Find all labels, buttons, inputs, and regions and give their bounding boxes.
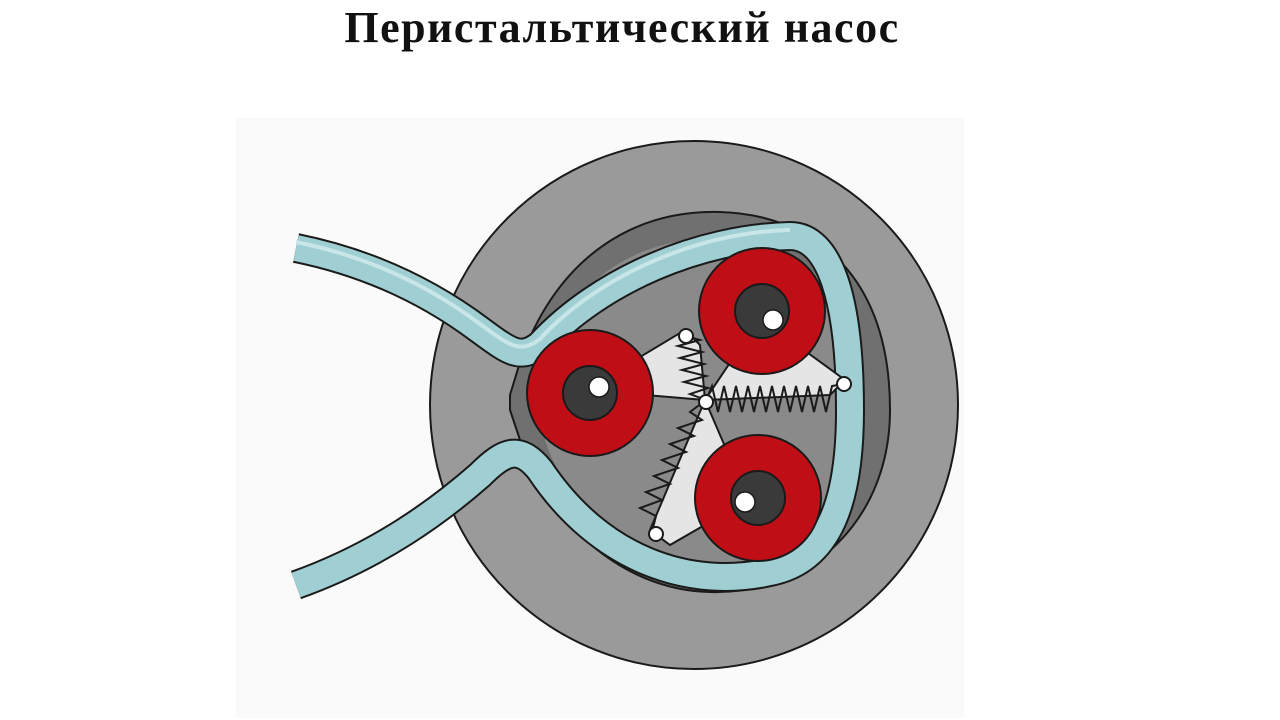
spring-2 [705, 382, 845, 413]
spring-1 [674, 335, 712, 401]
roller-hub [562, 365, 618, 421]
roller-2 [698, 247, 826, 375]
spring-pin [836, 376, 852, 392]
roller-axle [734, 491, 756, 513]
page-title: Перистальтический насос [344, 3, 900, 52]
roller-axle [588, 376, 610, 398]
tube [291, 223, 863, 598]
spring-pin [678, 328, 694, 344]
spring-pin [648, 526, 664, 542]
tube-highlight [295, 228, 791, 349]
roller-hub [734, 283, 790, 339]
spring-3 [637, 399, 707, 533]
roller-1 [526, 329, 654, 457]
roller-3 [694, 434, 822, 562]
roller-axle [762, 309, 784, 331]
spring-pin [698, 394, 714, 410]
